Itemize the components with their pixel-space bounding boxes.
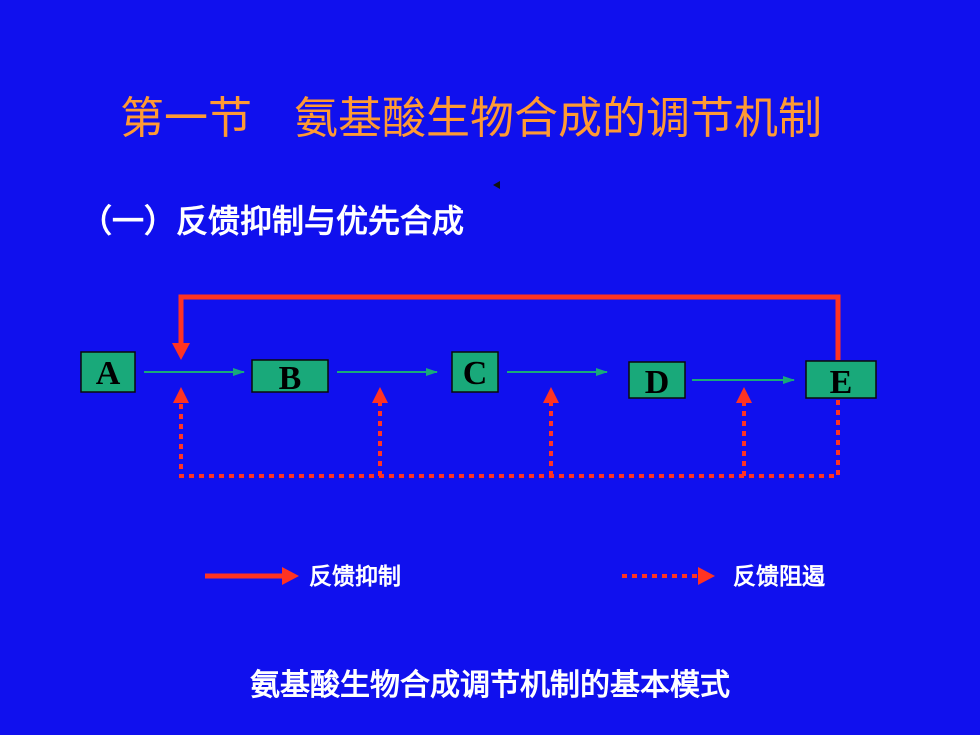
repression-arrowhead-2 (372, 387, 388, 403)
node-b-label: B (279, 360, 302, 397)
node-c-label: C (463, 355, 488, 392)
legend-solid-item: 反馈抑制 (205, 563, 401, 590)
section-subtitle: （一）反馈抑制与优先合成 (80, 202, 465, 240)
slide-title: 第一节 氨基酸生物合成的调节机制 (120, 93, 822, 144)
repression-arrowhead-3 (543, 387, 559, 403)
node-e-label: E (830, 364, 853, 401)
repression-arrowhead-1 (173, 387, 189, 403)
diagram-caption: 氨基酸生物合成调节机制的基本模式 (250, 668, 730, 703)
node-d-label: D (645, 364, 670, 401)
reaction-arrows (144, 368, 795, 384)
node-a-label: A (96, 355, 121, 392)
legend: 反馈抑制 反馈阻遏 (205, 563, 826, 590)
legend-dotted-item: 反馈阻遏 (622, 563, 826, 590)
legend-solid-label: 反馈抑制 (309, 563, 401, 590)
feedback-inhibition-path (172, 294, 841, 360)
feedback-repression-path (173, 387, 840, 478)
node-e: E (805, 360, 877, 401)
node-c: C (451, 351, 499, 393)
repression-arrowhead-4 (736, 387, 752, 403)
node-a: A (80, 351, 136, 393)
node-d: D (628, 361, 686, 401)
node-b: B (251, 359, 329, 397)
legend-dotted-label: 反馈阻遏 (733, 563, 826, 590)
cursor-marker-icon (493, 181, 500, 189)
